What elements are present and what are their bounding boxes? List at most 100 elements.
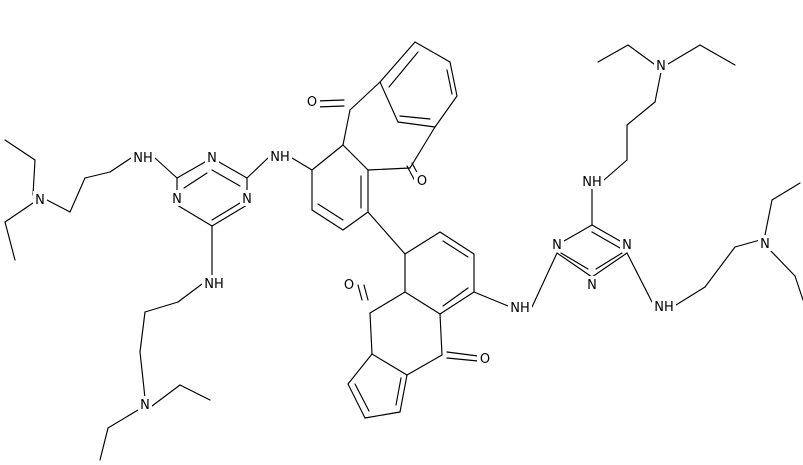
bond-line <box>794 275 803 301</box>
bond-line <box>769 249 796 277</box>
bond-line <box>399 374 408 413</box>
nitrogen-label-left-triazine-right: N <box>242 192 252 207</box>
atom-o3: O <box>341 276 357 293</box>
bond-line <box>446 351 479 357</box>
atom-nh-a: NH <box>268 148 292 165</box>
bond-line <box>291 157 313 171</box>
bond-line <box>317 203 344 221</box>
bond-line <box>704 246 736 288</box>
atom-tz1-n3: N <box>240 190 254 207</box>
bond-line <box>211 204 248 227</box>
bond-line <box>315 99 345 102</box>
bond-line <box>388 51 419 88</box>
atom-o2: O <box>414 172 430 189</box>
bond-line <box>446 357 479 362</box>
atom-tz1-n2: N <box>170 190 184 207</box>
bond-line <box>179 384 211 401</box>
bond-line <box>531 252 558 308</box>
bond-line <box>144 301 179 313</box>
bond-line <box>4 221 16 261</box>
bond-line <box>439 231 475 255</box>
bond-line <box>109 157 132 173</box>
nh-label-left-triazine-upper: NH <box>133 151 153 166</box>
oxygen-label-upper-right: O <box>417 174 427 189</box>
bond-line <box>347 383 366 419</box>
bond-line <box>675 286 706 306</box>
bond-line <box>139 311 146 353</box>
bond-line <box>342 144 369 171</box>
atom-amine-4: N <box>758 235 772 252</box>
atom-amine-2: N <box>138 396 152 413</box>
bond-line <box>367 211 406 255</box>
bond-line <box>183 172 208 189</box>
atom-amine-3: N <box>654 57 668 74</box>
oxygen-label-upper-left: O <box>307 95 317 110</box>
bond-line <box>442 240 469 258</box>
bond-line <box>439 291 475 315</box>
nh-label-right-triazine-lower: NH <box>654 300 674 315</box>
bond-line <box>591 252 628 278</box>
atom-nh-b: NH <box>131 149 155 166</box>
oxygen-label-lower-left: O <box>344 278 354 293</box>
nh-label-right-triazine-upper: NH <box>582 175 602 190</box>
nitrogen-label-left-triazine-top: N <box>207 151 217 166</box>
nh-label-anthraquinone-right: NH <box>510 301 530 316</box>
bond-line <box>311 144 344 171</box>
bond-line <box>404 291 441 315</box>
bond-line <box>406 165 416 182</box>
bond-line <box>311 209 344 231</box>
bond-line <box>449 61 458 97</box>
bond-line <box>764 199 773 236</box>
bond-line <box>560 252 589 270</box>
bond-line <box>354 383 370 412</box>
bond-line <box>379 41 416 83</box>
bond-line <box>442 287 469 307</box>
bond-line <box>176 204 213 227</box>
bond-line <box>177 283 203 303</box>
bond-line <box>315 105 345 108</box>
bond-line <box>364 411 401 419</box>
bond-line <box>473 291 509 307</box>
atom-nh-d: NH <box>508 299 532 316</box>
bond-line <box>84 171 111 179</box>
bond-line <box>342 211 369 231</box>
bond-line <box>349 81 381 111</box>
atom-o4: O <box>477 350 493 367</box>
nitrogen-label-left-triazine-left: N <box>172 192 182 207</box>
bond-line <box>369 291 406 314</box>
bond-line <box>46 199 71 213</box>
bond-lines <box>4 41 803 461</box>
bond-line <box>395 377 402 406</box>
atom-labels: O O O O NH NH NH NH NH NH N N N N N N N … <box>33 57 772 413</box>
bond-line <box>591 231 621 249</box>
bond-line <box>99 427 109 461</box>
bond-line <box>439 313 443 356</box>
oxygen-label-lower-right: O <box>480 352 490 367</box>
bond-line <box>4 139 36 161</box>
atom-nh-c: NH <box>202 275 226 292</box>
bond-line <box>734 239 761 248</box>
atom-tz2-n1: N <box>550 236 564 253</box>
bond-line <box>667 44 701 65</box>
bond-line <box>626 252 653 303</box>
diethylamino-nitrogen-left-lower: N <box>140 398 150 413</box>
bond-line <box>771 182 801 201</box>
bond-line <box>357 284 363 301</box>
atom-tz2-n3: N <box>585 276 599 293</box>
bond-line <box>342 109 351 146</box>
bond-line <box>595 252 623 270</box>
atom-tz1-n1: N <box>205 149 219 166</box>
bond-line <box>139 351 146 399</box>
nitrogen-label-right-triazine-bottom: N <box>587 278 597 293</box>
diethylamino-nitrogen-right-upper: N <box>656 59 666 74</box>
bond-line <box>414 41 451 63</box>
bond-line <box>556 252 593 278</box>
bond-line <box>371 353 408 376</box>
nh-label-anthraquinone-left: NH <box>270 150 290 165</box>
bond-line <box>211 169 241 187</box>
bond-line <box>369 312 373 355</box>
nitrogen-label-right-triazine-left: N <box>552 238 562 253</box>
bond-line <box>347 353 373 385</box>
bond-line <box>107 409 139 429</box>
